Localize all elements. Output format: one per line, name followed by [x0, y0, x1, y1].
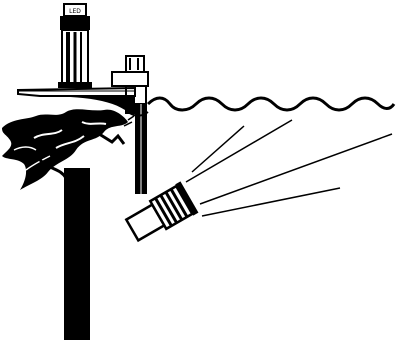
water-surface-icon: [123, 96, 396, 127]
deck-slab: [17, 86, 136, 114]
underwater-light-icon: [124, 181, 199, 243]
light-ray: [199, 133, 393, 205]
weeds-icon: [2, 109, 128, 190]
light-ray: [191, 125, 245, 173]
tower-lamp-icon: LED: [58, 3, 92, 88]
light-ray: [201, 187, 341, 217]
lamp-label: LED: [69, 8, 81, 15]
light-rays: [185, 119, 393, 217]
light-ray: [185, 119, 293, 183]
mounting-pole-icon: [64, 104, 147, 340]
